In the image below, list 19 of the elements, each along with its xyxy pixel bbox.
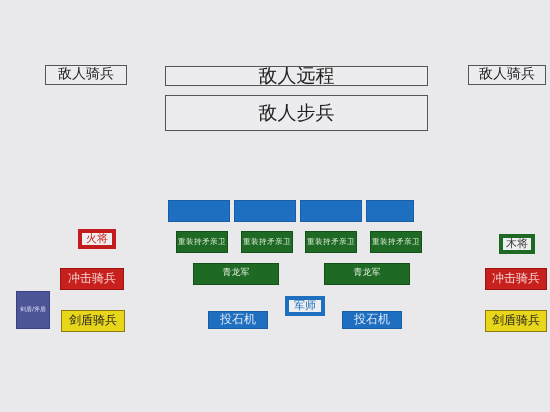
general-box: 军师 (285, 296, 325, 316)
enemy-box: 敌人骑兵 (468, 65, 546, 85)
unit-box: 投石机 (342, 311, 402, 329)
unit-box: 青龙军 (193, 263, 279, 285)
unit-box: 冲击骑兵 (485, 268, 547, 290)
unit-box: 剑盾骑兵 (61, 310, 125, 332)
enemy-box: 敌人骑兵 (45, 65, 127, 85)
general-box: 木将 (499, 234, 535, 254)
enemy-box: 敌人步兵 (165, 95, 428, 131)
unit-box: 剑盾骑兵 (485, 310, 547, 332)
general-box: 火将 (78, 229, 116, 249)
unit-box: 青龙军 (324, 263, 410, 285)
enemy-box: 敌人远程 (165, 66, 428, 86)
unit-box: 投石机 (208, 311, 268, 329)
unit-box (366, 200, 414, 222)
unit-box (168, 200, 230, 222)
unit-box (300, 200, 362, 222)
unit-box: 冲击骑兵 (60, 268, 124, 290)
unit-box (234, 200, 296, 222)
